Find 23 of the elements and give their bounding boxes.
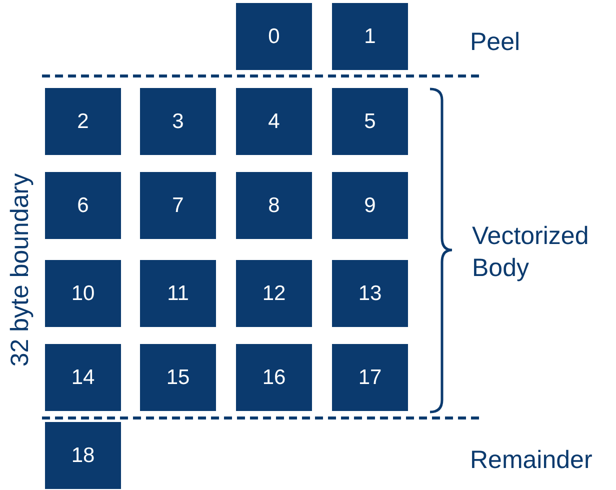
number-block: 17 [332, 344, 408, 411]
number-block: 8 [236, 172, 312, 239]
section-label: Vectorized Body [472, 221, 590, 284]
section-label: Peel [470, 27, 522, 58]
number-block: 6 [45, 172, 121, 239]
number-block: 3 [140, 88, 216, 155]
number-block: 12 [236, 260, 312, 327]
section-label: Remainder [470, 445, 594, 476]
number-block: 4 [236, 88, 312, 155]
number-block: 18 [45, 422, 121, 489]
number-block: 15 [140, 344, 216, 411]
number-block: 2 [45, 88, 121, 155]
number-block: 1 [332, 3, 408, 70]
number-block: 7 [140, 172, 216, 239]
number-block: 13 [332, 260, 408, 327]
axis-label: 32 byte boundary [5, 172, 35, 369]
number-block: 5 [332, 88, 408, 155]
number-block: 14 [45, 344, 121, 411]
number-block: 16 [236, 344, 312, 411]
number-block: 10 [45, 260, 121, 327]
number-block: 0 [236, 3, 312, 70]
number-block: 9 [332, 172, 408, 239]
number-block: 11 [140, 260, 216, 327]
